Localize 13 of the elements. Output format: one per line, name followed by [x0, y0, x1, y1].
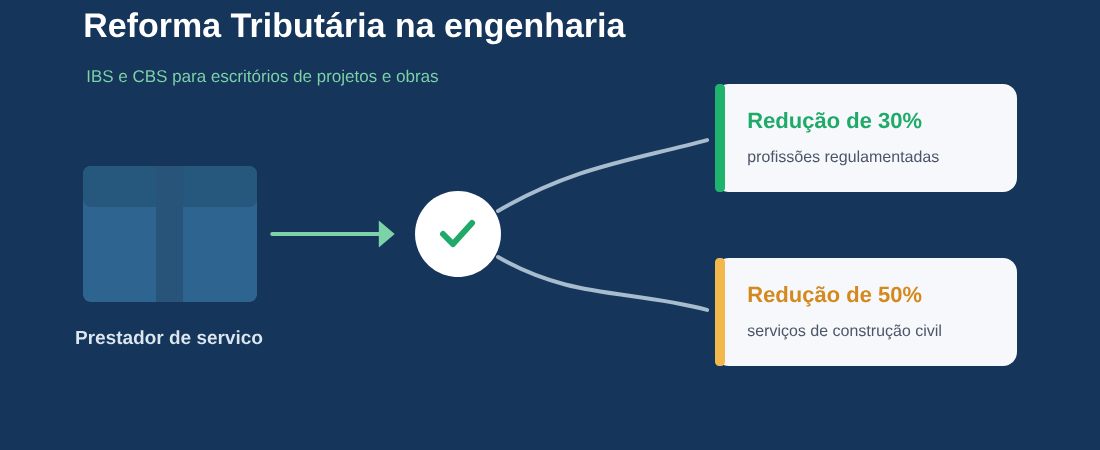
subtitle: IBS e CBS para escritórios de projetos e obras: [87, 69, 438, 86]
info-card: [715, 84, 1017, 192]
card-subtitle: serviços de construção civil: [747, 324, 941, 340]
building-box: [83, 166, 257, 302]
node-caption: Prestador de servico: [76, 330, 263, 345]
connector-line: [496, 138, 710, 213]
card-title: Redução de 30%: [748, 112, 922, 133]
title: Reforma Tributária na engenharia: [85, 12, 626, 45]
card-title: Redução de 50%: [748, 286, 922, 307]
connector-line: [496, 255, 710, 312]
check-circle: [415, 191, 501, 277]
info-card: [715, 258, 1017, 366]
card-subtitle: profissões regulamentadas: [748, 150, 939, 166]
